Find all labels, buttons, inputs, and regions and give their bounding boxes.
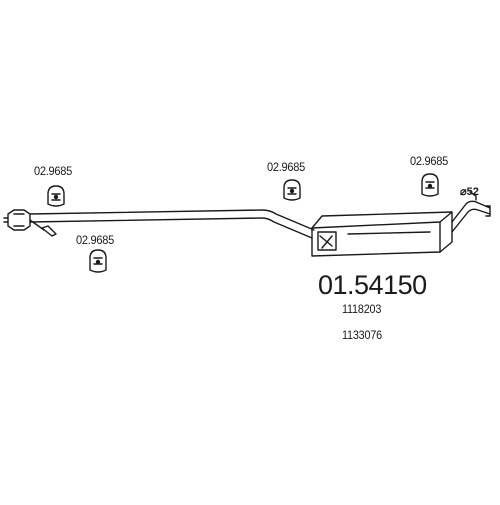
tailpipe-diameter: ⌀52	[460, 185, 479, 198]
main-pipe-bottom	[29, 217, 313, 239]
tailpipe	[451, 191, 491, 233]
rear-silencer	[311, 211, 453, 257]
main-pipe-top	[29, 209, 315, 231]
diameter-symbol: ⌀	[460, 186, 467, 198]
oe-reference-2: 1133076	[342, 328, 382, 342]
oe-reference-1: 1118203	[342, 302, 382, 316]
hanger-label-4: 02.9685	[410, 154, 448, 168]
diameter-value: 52	[466, 186, 479, 198]
main-part-number: 01.54150	[318, 270, 427, 300]
hanger-rubber-1	[47, 185, 65, 207]
hanger-label-3: 02.9685	[267, 160, 305, 174]
hanger-label-1: 02.9685	[34, 164, 72, 178]
hanger-rubber-3	[283, 179, 301, 201]
front-flange	[3, 209, 31, 231]
hanger-label-2: 02.9685	[76, 233, 114, 247]
